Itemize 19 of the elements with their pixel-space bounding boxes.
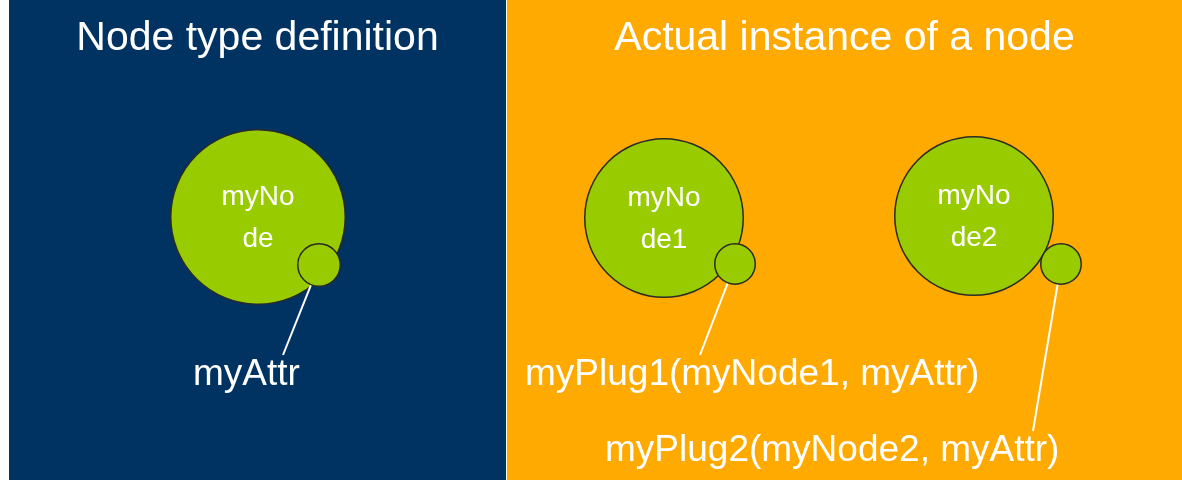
plug-label: myPlug1(myNode1, myAttr) xyxy=(525,352,980,394)
plug-label: myPlug2(myNode2, myAttr) xyxy=(605,428,1060,470)
leader-line xyxy=(282,284,312,356)
plug-label: myAttr xyxy=(193,352,300,394)
leader-line xyxy=(1032,283,1059,432)
node-circle xyxy=(170,129,346,305)
node-label: myNode2 xyxy=(936,178,1012,254)
panel xyxy=(9,0,506,480)
attribute-circle xyxy=(714,243,756,285)
node-circle xyxy=(894,136,1054,296)
attribute-circle xyxy=(297,243,341,287)
node-label: myNode1 xyxy=(626,180,702,256)
node-circle xyxy=(584,138,744,298)
panel-heading: Node type definition xyxy=(75,12,440,60)
panel-heading: Actual instance of a node xyxy=(613,12,1076,60)
node-label: myNode xyxy=(220,179,296,255)
attribute-circle xyxy=(1040,243,1082,285)
panel xyxy=(507,0,1182,480)
leader-line xyxy=(699,282,729,356)
